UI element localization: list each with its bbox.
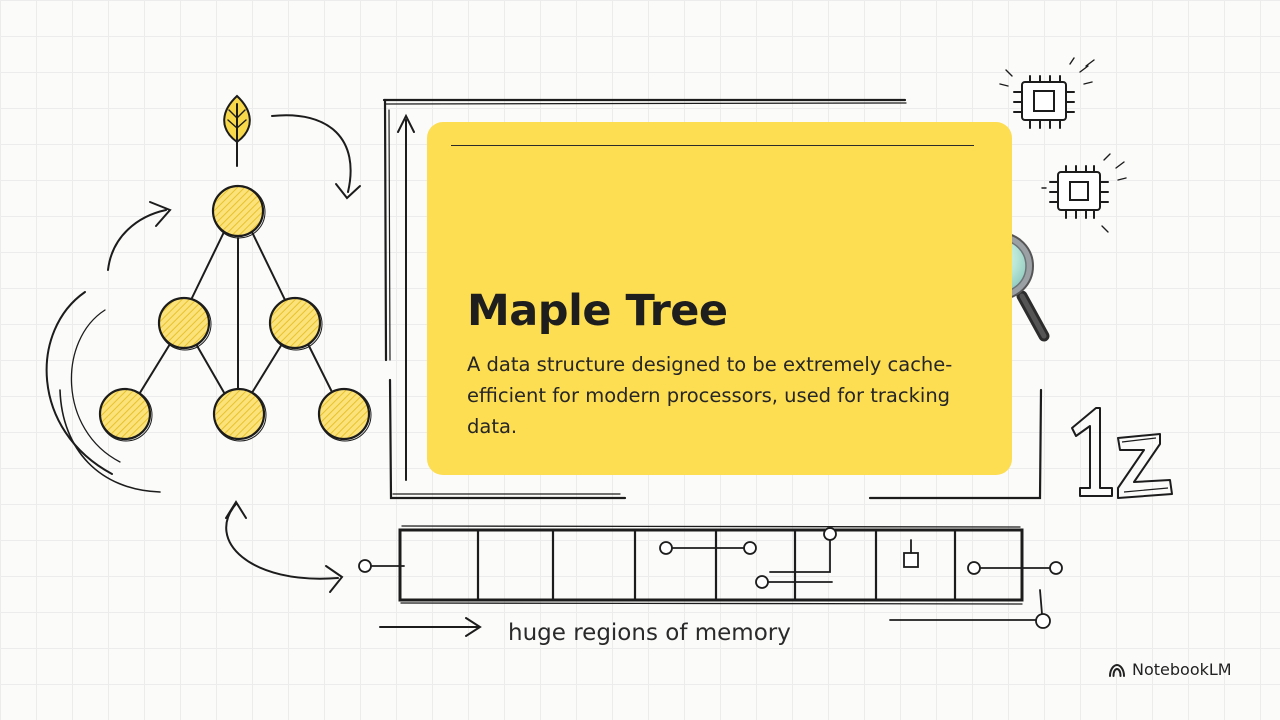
tree-nodes [98,184,372,442]
tree-node-leaf-1 [98,387,153,442]
memory-array [398,525,1024,605]
tree-node-root [211,184,266,239]
chip-icon [999,57,1095,129]
leaf-icon [223,94,251,167]
brand-name: NotebookLM [1132,660,1232,679]
tree-node-leaf-3 [317,387,372,442]
chip-icon-secondary [1041,153,1127,233]
brand: NotebookLM [1108,660,1232,679]
memory-caption: huge regions of memory [508,620,791,646]
caption-arrow [379,617,482,637]
notebooklm-logo-icon [1109,663,1125,677]
card-title: Maple Tree [467,286,728,336]
tree-node-leaf-2 [212,387,267,442]
up-arrow [397,113,415,481]
definition-card: Maple Tree A data structure designed to … [427,122,1012,475]
card-top-rule [451,145,974,146]
card-frame [382,98,1043,500]
cycle-arrows [45,114,361,593]
number-glyph-icon [1071,407,1173,499]
card-description: A data structure designed to be extremel… [467,353,953,438]
memory-circuits [358,527,1063,629]
tree-node-right [268,296,323,351]
tree-node-left [157,296,212,351]
tree-edges [137,231,335,397]
